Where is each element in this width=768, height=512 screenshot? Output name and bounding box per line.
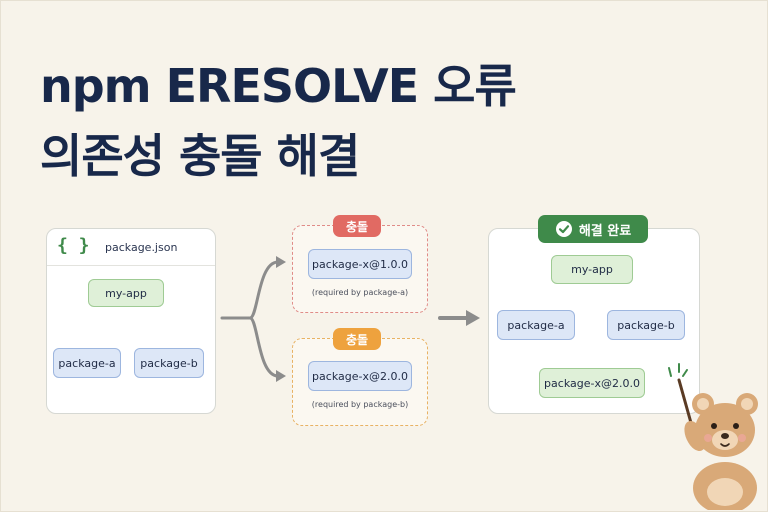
conflict-badge-1: 충돌 xyxy=(333,215,381,237)
resolved-badge: 해결 완료 xyxy=(538,215,648,243)
branch-arrow-icon xyxy=(220,260,280,378)
node-package-a: package-a xyxy=(53,348,121,378)
node-package-b: package-b xyxy=(134,348,204,378)
package-json-panel: { } package.json xyxy=(46,228,216,414)
arrow-right-icon xyxy=(438,310,480,326)
conflict-badge-2: 충돌 xyxy=(333,328,381,350)
braces-icon: { } xyxy=(57,235,90,256)
check-circle-icon xyxy=(555,221,572,237)
conflict-required-by-2: (required by package-b) xyxy=(311,400,409,409)
resolved-badge-label: 해결 완료 xyxy=(578,223,632,239)
conflict-required-by-1: (required by package-a) xyxy=(311,288,409,297)
resolved-root-my-app: my-app xyxy=(551,255,633,284)
root-node-my-app: my-app xyxy=(88,279,164,307)
resolved-node-package-a: package-a xyxy=(497,310,575,340)
resolved-node-package-b: package-b xyxy=(607,310,685,340)
conflict-package-1: package-x@1.0.0 xyxy=(308,249,412,279)
conflict-package-2: package-x@2.0.0 xyxy=(308,361,412,391)
title-line-1: npm ERESOLVE 오류 xyxy=(40,59,517,113)
resolved-shared-package-x: package-x@2.0.0 xyxy=(539,368,645,398)
bear-mascot-icon xyxy=(668,363,758,510)
panel-divider xyxy=(47,265,215,266)
file-name-label: package.json xyxy=(105,241,178,254)
title-line-2: 의존성 충돌 해결 xyxy=(40,129,360,183)
